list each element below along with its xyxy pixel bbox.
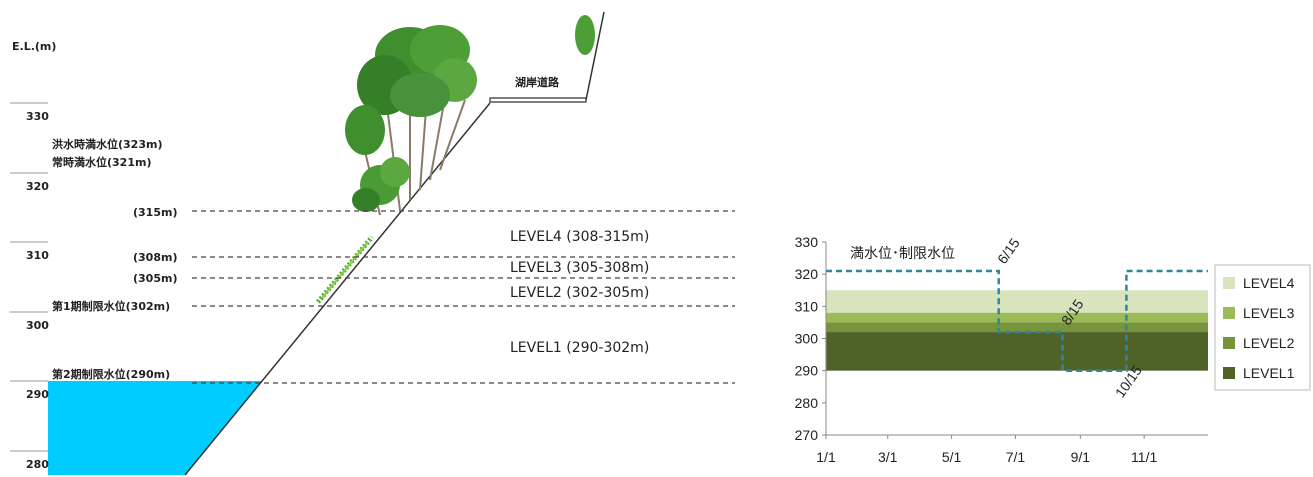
- band-level2: [826, 322, 1208, 333]
- elevation-axis: [10, 102, 48, 452]
- level2-label: LEVEL2 (302-305m): [510, 285, 649, 301]
- band-level3: [826, 312, 1208, 323]
- grass-strip: [316, 235, 374, 304]
- normal-water-level-label: 常時満水位(321m): [52, 155, 151, 169]
- x-tick-label: 11/1: [1131, 449, 1157, 465]
- legend-label: LEVEL1: [1243, 365, 1295, 381]
- legend-label: LEVEL2: [1243, 335, 1295, 351]
- elevation-axis-title: E.L.(m): [12, 40, 56, 53]
- elevation-tick-310: 310: [26, 249, 49, 262]
- x-tick-label: 5/1: [942, 449, 962, 465]
- limit-level-series-line: [826, 269, 1208, 372]
- y-tick-label: 270: [795, 427, 819, 443]
- level-308-label: (308m): [133, 251, 177, 264]
- y-tick-label: 310: [795, 298, 819, 314]
- lakeside-road-label: 湖岸道路: [515, 75, 560, 89]
- water-level-lines: [192, 210, 735, 384]
- trees-illustration: [345, 15, 595, 216]
- legend-swatch: [1223, 277, 1235, 289]
- dam-slope-line: [184, 102, 491, 476]
- x-tick-label: 1/1: [816, 449, 836, 465]
- level-315-label: (315m): [133, 206, 177, 219]
- legend-label: LEVEL4: [1243, 275, 1295, 291]
- x-tick-label: 3/1: [878, 449, 898, 465]
- upper-slope-line: [585, 11, 605, 101]
- elevation-tick-320: 320: [26, 180, 49, 193]
- lakeside-road: [489, 97, 587, 103]
- date-annotation: 6/15: [994, 235, 1023, 267]
- level-305-label: (305m): [133, 272, 177, 285]
- x-tick-labels: 1/1 3/1 5/1 7/1 9/1 11/1: [816, 435, 1157, 465]
- phase2-limit-level-label: 第2期制限水位(290m): [52, 367, 170, 381]
- y-tick-label: 320: [795, 266, 819, 282]
- y-tick-labels: 270 280 290 300 310 320 330: [795, 234, 826, 443]
- x-tick-label: 7/1: [1006, 449, 1026, 465]
- x-tick-label: 9/1: [1071, 449, 1091, 465]
- elevation-tick-280: 280: [26, 458, 49, 471]
- level1-label: LEVEL1 (290-302m): [510, 340, 649, 356]
- y-tick-label: 330: [795, 234, 819, 250]
- elevation-tick-330: 330: [26, 110, 49, 123]
- legend-swatch: [1223, 307, 1235, 319]
- reservoir-water: [48, 381, 262, 475]
- phase1-limit-level-label: 第1期制限水位(302m): [52, 299, 170, 313]
- y-tick-label: 280: [795, 395, 819, 411]
- y-tick-label: 300: [795, 331, 819, 347]
- legend-swatch: [1223, 367, 1235, 379]
- band-level4: [826, 290, 1208, 313]
- y-tick-label: 290: [795, 363, 819, 379]
- flood-water-level-label: 洪水時満水位(323m): [52, 137, 162, 151]
- level-bands: [826, 290, 1208, 371]
- elevation-tick-300: 300: [26, 319, 49, 332]
- level3-label: LEVEL3 (305-308m): [510, 260, 649, 276]
- legend-swatch: [1223, 337, 1235, 349]
- elevation-tick-290: 290: [26, 388, 49, 401]
- band-level1: [826, 332, 1208, 371]
- cross-section-diagram: E.L.(m) 330 320 310 300 290 280 洪水時満水位(3…: [10, 11, 735, 476]
- level4-label: LEVEL4 (308-315m): [510, 229, 649, 245]
- limit-level-series-label: 満水位･制限水位: [850, 245, 955, 261]
- legend-label: LEVEL3: [1243, 305, 1295, 321]
